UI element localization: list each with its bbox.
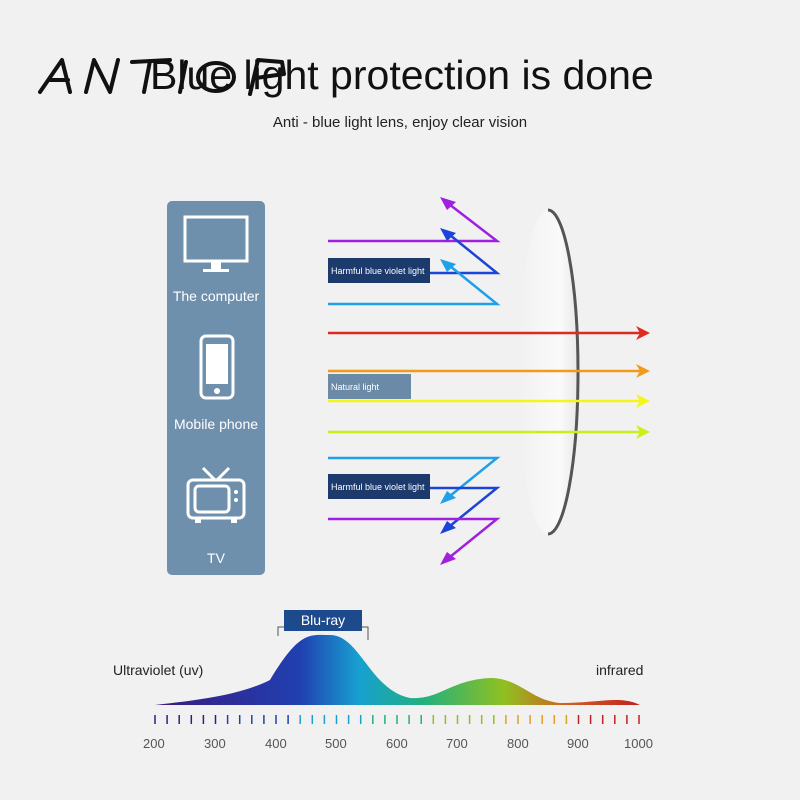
light-diagram [328, 197, 650, 565]
brand-logo-watermark [38, 58, 286, 96]
device-label-tv: TV [207, 550, 225, 566]
spectrum-curve [155, 634, 640, 705]
bluray-label: Blu-ray [284, 610, 362, 631]
axis-tick-400: 400 [265, 736, 287, 751]
harmful-light-tag-bottom: Harmful blue violet light [328, 474, 430, 499]
reflected-ray-violet-bottom [328, 517, 501, 562]
subtitle: Anti - blue light lens, enjoy clear visi… [272, 114, 528, 131]
axis-tick-200: 200 [143, 736, 165, 751]
infrared-label: infrared [596, 662, 644, 678]
ultraviolet-label: Ultraviolet (uv) [113, 662, 204, 678]
axis-tick-900: 900 [567, 736, 589, 751]
reflected-ray-violet-top [328, 200, 501, 243]
harmful-light-tag-top: Harmful blue violet light [328, 258, 430, 283]
monitor-icon [183, 215, 249, 272]
spectrum-ticks [154, 715, 640, 724]
phone-icon [199, 334, 235, 400]
tv-icon [186, 466, 246, 523]
axis-tick-800: 800 [507, 736, 529, 751]
axis-tick-700: 700 [446, 736, 468, 751]
reflected-ray-sky-top [328, 261, 501, 306]
device-panel: The computer Mobile phone TV [167, 201, 265, 575]
axis-tick-600: 600 [386, 736, 408, 751]
device-label-computer: The computer [172, 288, 260, 304]
reflected-ray-sky-bottom [328, 456, 501, 501]
axis-tick-300: 300 [204, 736, 226, 751]
arrowheads [440, 197, 650, 565]
device-label-phone: Mobile phone [173, 416, 259, 432]
natural-light-tag: Natural light [328, 374, 411, 399]
axis-tick-1000: 1000 [624, 736, 653, 751]
axis-tick-500: 500 [325, 736, 347, 751]
